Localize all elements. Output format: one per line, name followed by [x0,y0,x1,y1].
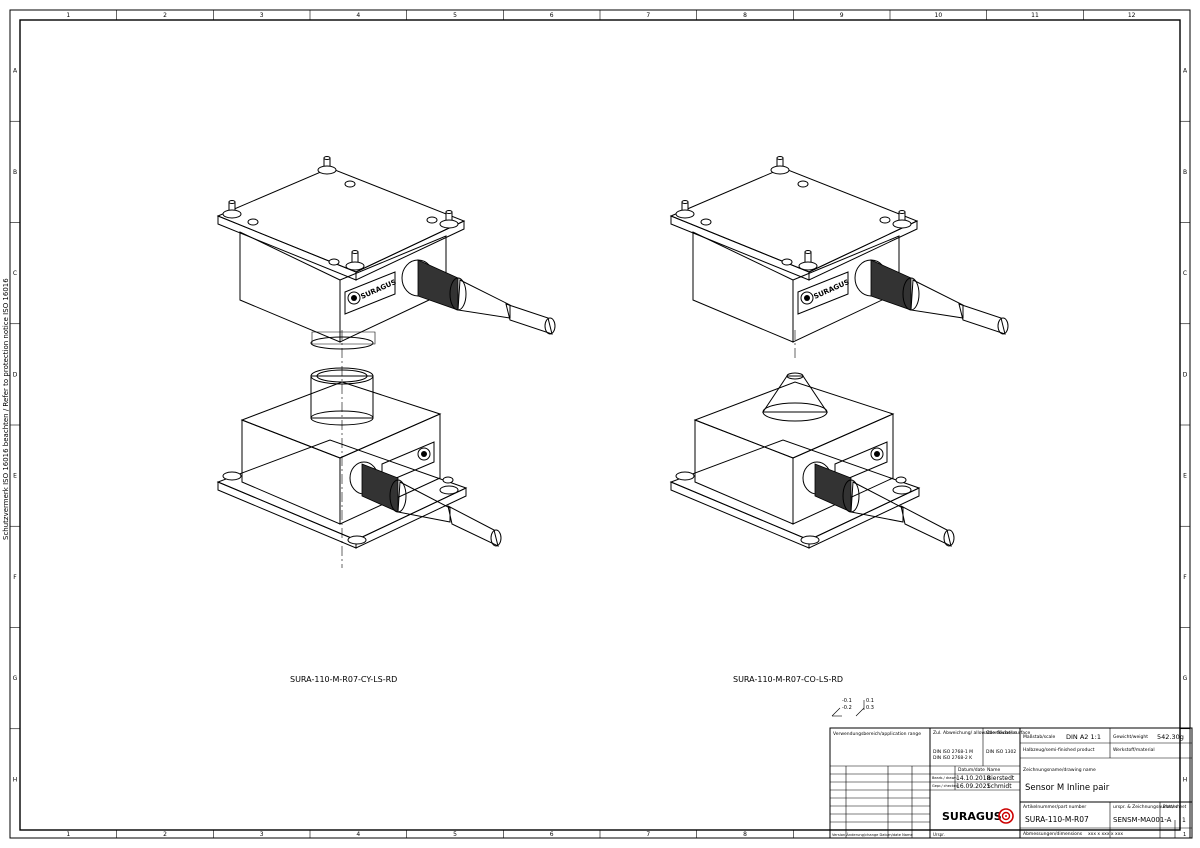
svg-text:Name: Name [987,767,1001,773]
upper-connector [401,259,556,335]
protection-notice: Schutzvermerk ISO 16016 beachten / Refer… [2,278,10,540]
row-label: E [1183,473,1187,480]
column-label: 2 [163,831,167,838]
sheet-value: 1 [1182,817,1186,824]
row-label: B [1183,169,1187,176]
svg-text:0.1: 0.1 [866,698,874,704]
column-label: 4 [356,831,360,838]
row-label: A [13,68,18,75]
logo-text: SURAGUS [360,278,398,301]
weight-value: 542.30g [1157,733,1184,741]
row-label: F [1183,574,1187,581]
column-label: 10 [935,12,943,19]
sheet-label: Blatt/ sheet [1163,804,1187,809]
row-label: B [13,169,17,176]
part-number: SURA-110-M-R07 [1025,815,1089,824]
checked-date: 16.09.2021 [956,783,991,790]
frame-grid-ticks [10,10,1190,838]
semi-finished-label: Halbzeug/semi-finished product [1023,747,1095,753]
allowance-label: Zul. Abweichung/ allowable deviation [933,730,1017,736]
row-label: D [13,371,18,378]
upper-sensor-head: SURAGUS [216,156,556,350]
assembly-view-cylinder: SURAGUS [216,156,556,684]
column-label: 3 [260,12,264,19]
column-label: 5 [453,12,457,19]
part-number-label: Artikelnummer/part number [1023,804,1086,810]
column-label: 8 [743,831,747,838]
lower-base-cylinder [216,367,502,549]
upper-connector [854,259,1009,335]
lower-connector [802,461,955,547]
svg-text:DIN ISO 2768-2 K: DIN ISO 2768-2 K [933,755,973,761]
column-label: 4 [356,12,360,19]
inner-frame [19,19,1181,831]
revision-header: Version Änderung/change Datum/date Name [832,832,913,837]
drawing-number-label: urspr. & Zeichnungsnummer [1113,804,1178,810]
column-label: 6 [550,12,554,19]
column-label: 6 [550,831,554,838]
column-label: 3 [260,831,264,838]
column-label: 12 [1128,12,1136,19]
svg-text:-0.1: -0.1 [842,698,852,704]
svg-text:Gepr./ checked: Gepr./ checked [932,784,958,788]
lower-connector [349,461,502,547]
origin-label: Urspr. [933,832,945,837]
svg-text:SURAGUS: SURAGUS [942,810,1002,823]
column-label: 2 [163,12,167,19]
row-label: C [13,270,17,277]
svg-text:0.3: 0.3 [866,705,874,711]
title-block: Verwendungsbereich/application range Zul… [829,727,1193,839]
drawn-date: 14.10.2018 [956,775,991,782]
dimensions-label: Abmessungen/dimensions [1023,831,1083,837]
projection-symbols: -0.1 -0.2 0.1 0.3 [831,698,874,717]
column-label: 8 [743,12,747,19]
drawn-name: Bierstedt [987,775,1015,782]
upper-sensor-head: SURAGUS [669,156,1009,343]
outer-frame [9,9,1191,839]
svg-text:DIN ISO 2768-1 M: DIN ISO 2768-1 M [933,749,973,755]
svg-text:-0.2: -0.2 [842,705,852,711]
column-label: 7 [646,12,650,19]
surface-label: Oberfläche/ surface [986,730,1031,736]
column-label: 1 [66,831,70,838]
view-label-cylinder: SURA-110-M-R07-CY-LS-RD [290,675,397,684]
row-label: G [13,675,18,682]
column-label: 1 [66,12,70,19]
column-label: 5 [453,831,457,838]
lower-base-cone [669,372,955,549]
sheet-total: 1 [1183,832,1186,838]
svg-text:DIN ISO 1302: DIN ISO 1302 [986,749,1016,755]
column-label: 9 [840,12,844,19]
svg-text:Datum/date: Datum/date [958,767,985,773]
drawing-name: Sensor M Inline pair [1025,783,1110,793]
column-label: 7 [646,831,650,838]
material-label: Werkstoff/material [1113,747,1155,753]
row-label: F [13,574,17,581]
checked-name: Schmidt [987,783,1012,790]
dimensions-value: xxx x xxx x xxx [1088,832,1123,837]
weight-label: Gewicht/weight [1113,734,1148,740]
row-label: D [1183,371,1188,378]
drawing-name-label: Zeichnungsname/drawing name [1023,767,1096,773]
view-label-cone: SURA-110-M-R07-CO-LS-RD [733,675,843,684]
scale-label: Maßstab/scale [1023,734,1056,740]
row-label: H [13,776,18,783]
column-label: 11 [1031,12,1039,19]
row-label: E [13,473,17,480]
row-label: A [1183,68,1188,75]
row-label: C [1183,270,1187,277]
assembly-view-cone: SURAGUS [669,156,1009,684]
row-label: H [1183,776,1188,783]
drawing-number: SENSM-MA001-A [1113,816,1172,824]
scale-value: DIN A2 1:1 [1066,733,1101,741]
company-logo: SURAGUS [942,808,1014,824]
row-label: G [1183,675,1188,682]
usage-label: Verwendungsbereich/application range [833,731,921,737]
logo-text: SURAGUS [813,278,851,301]
svg-text:Bearb./ drawn: Bearb./ drawn [932,776,957,780]
